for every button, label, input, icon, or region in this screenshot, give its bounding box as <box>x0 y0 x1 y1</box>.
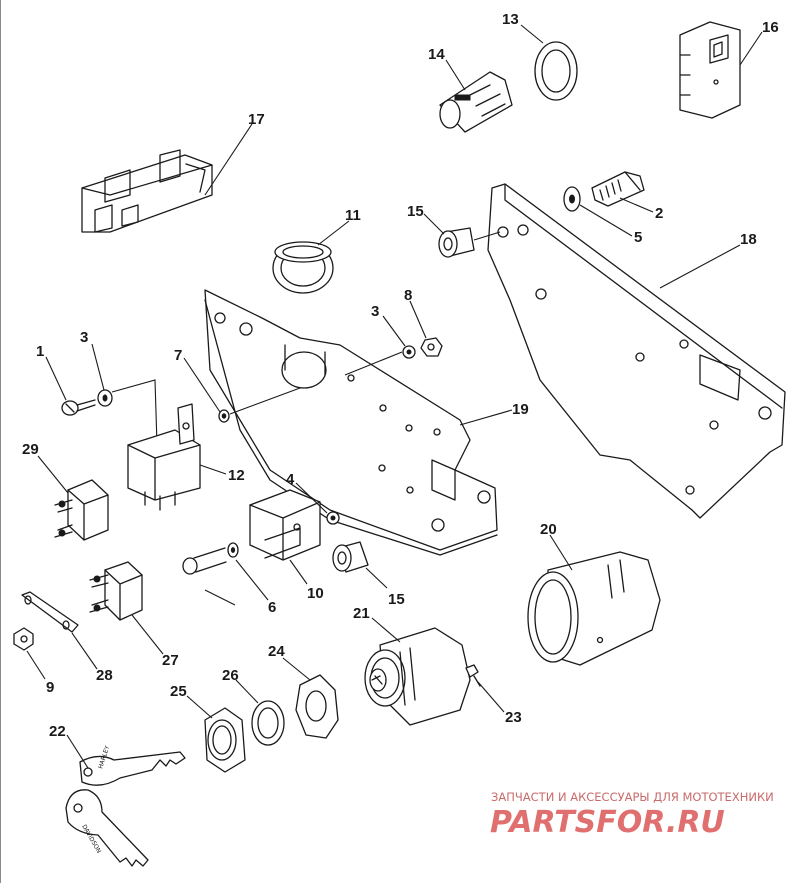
part-washer-3-left <box>97 389 113 407</box>
watermark: ЗАПЧАСТИ И АКСЕССУАРЫ ДЛЯ МОТОТЕХНИКИ PA… <box>490 790 774 840</box>
part-washer-26 <box>251 700 285 746</box>
part-grommet-11 <box>272 241 334 294</box>
callout-26: 26 <box>222 667 239 684</box>
callout-22: 22 <box>49 723 66 740</box>
part-screw-23 <box>465 664 481 687</box>
callout-18: 18 <box>740 231 757 248</box>
part-washer-7 <box>218 409 230 423</box>
part-sleeve-20 <box>527 551 661 666</box>
part-screw-1 <box>61 399 96 416</box>
callout-24: 24 <box>268 643 285 660</box>
callout-3-left: 3 <box>80 329 88 346</box>
part-bushing-15-lower <box>332 541 369 573</box>
callout-13: 13 <box>502 11 519 28</box>
part-pin-6 <box>182 542 239 575</box>
part-switch-14 <box>439 71 513 133</box>
part-terminal-block-27 <box>89 561 143 621</box>
watermark-caption: ЗАПЧАСТИ И АКСЕССУАРЫ ДЛЯ МОТОТЕХНИКИ <box>491 790 774 804</box>
part-strap-28 <box>21 591 79 633</box>
callout-29: 29 <box>22 441 39 458</box>
part-bracket-19 <box>204 289 498 556</box>
part-relay-12 <box>127 403 201 511</box>
callout-27: 27 <box>162 652 179 669</box>
callout-4: 4 <box>286 471 295 488</box>
watermark-logo: PARTSFOR.RU <box>490 805 725 840</box>
part-washer-3-upper <box>402 345 416 359</box>
callout-3-upper: 3 <box>371 303 379 320</box>
part-washer-4 <box>326 511 340 525</box>
callout-2: 2 <box>655 205 663 222</box>
part-bolt-2 <box>591 171 645 207</box>
callout-9: 9 <box>46 679 54 696</box>
part-clip-bracket-17 <box>81 149 213 233</box>
leader-lines <box>26 24 763 769</box>
callout-19: 19 <box>512 401 529 418</box>
left-border <box>0 0 1 883</box>
part-terminal-block-29 <box>54 479 109 541</box>
callout-11: 11 <box>345 207 361 224</box>
callout-28: 28 <box>96 667 113 684</box>
part-ignition-lock-21 <box>364 627 471 726</box>
part-mounting-plate-18 <box>487 183 786 519</box>
part-nut-8 <box>420 337 443 357</box>
callout-8: 8 <box>404 287 412 304</box>
callout-16: 16 <box>762 19 779 36</box>
part-keys-22: HARLEY DAVIDSON <box>65 745 186 867</box>
callout-21: 21 <box>353 605 370 622</box>
callout-5: 5 <box>634 229 642 246</box>
callout-25: 25 <box>170 683 187 700</box>
part-nut-9 <box>13 627 34 651</box>
callout-14: 14 <box>428 46 445 63</box>
callout-12: 12 <box>228 467 245 484</box>
part-connector-16 <box>679 21 741 119</box>
part-washer-5 <box>563 186 581 212</box>
part-clip-10 <box>249 489 321 561</box>
part-bushing-15-upper <box>438 227 475 258</box>
callout-labels: 1 2 3 3 4 5 6 7 8 9 10 11 12 13 14 15 15… <box>22 11 779 740</box>
callout-20: 20 <box>540 521 557 538</box>
callout-1: 1 <box>36 343 44 360</box>
callout-6: 6 <box>268 599 276 616</box>
callout-17: 17 <box>248 111 265 128</box>
part-washer-13 <box>534 41 578 101</box>
callout-23: 23 <box>505 709 522 726</box>
callout-15-lower: 15 <box>388 591 405 608</box>
callout-10: 10 <box>307 585 324 602</box>
part-plate-24 <box>295 674 339 739</box>
callout-15-upper: 15 <box>407 203 424 220</box>
part-nut-25 <box>204 707 246 773</box>
callout-7: 7 <box>174 347 182 364</box>
